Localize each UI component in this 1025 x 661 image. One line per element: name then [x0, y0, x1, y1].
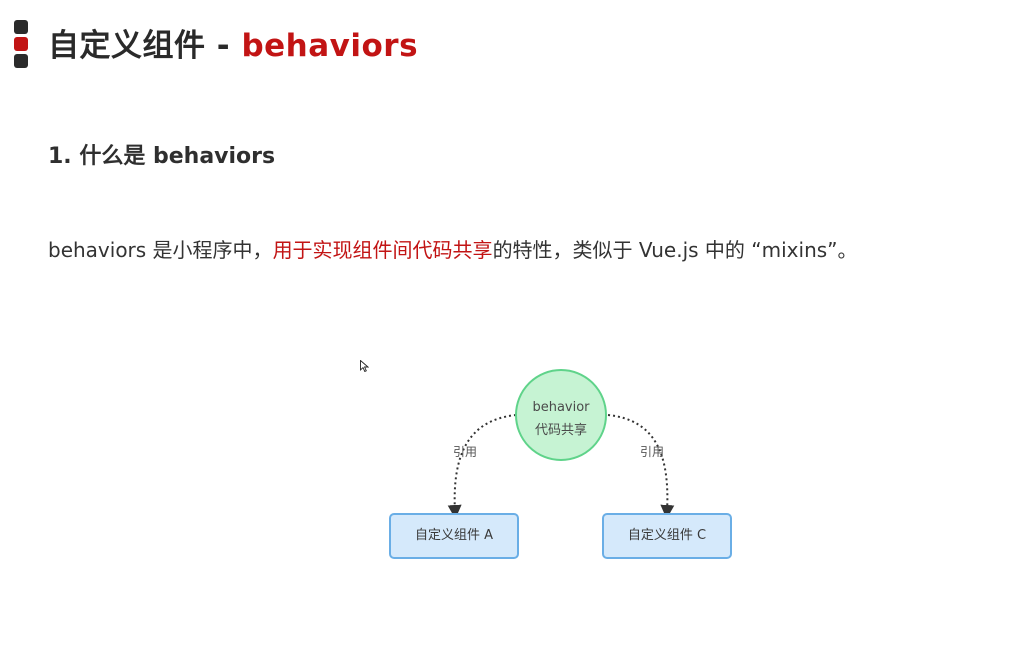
mouse-cursor-icon	[360, 360, 369, 372]
behavior-node-subtitle: 代码共享	[534, 423, 587, 438]
marker-block-middle	[14, 37, 28, 51]
title-prefix: 自定义组件 -	[48, 28, 242, 64]
title-accent: behaviors	[241, 28, 419, 64]
left-edge-label: 引用	[453, 445, 478, 459]
slide-marker-icon	[14, 20, 28, 70]
section-heading: 1. 什么是 behaviors	[48, 144, 276, 169]
behavior-node: behavior 代码共享	[515, 369, 607, 461]
behavior-node-title: behavior	[532, 400, 590, 415]
description-part1: behaviors 是小程序中，	[48, 238, 273, 262]
description-highlight: 用于实现组件间代码共享	[272, 238, 493, 262]
component-a-node: 自定义组件 A	[389, 513, 519, 559]
right-reference-arrow	[607, 414, 675, 519]
page-title: 自定义组件 - behaviors	[48, 20, 418, 65]
description-text: behaviors 是小程序中，用于实现组件间代码共享的特性，类似于 Vue.j…	[48, 234, 858, 263]
behavior-diagram: behavior 代码共享 引用 引用 自定义组件 A 自定义组件 C	[360, 360, 780, 580]
diagram-connectors	[447, 414, 675, 519]
right-edge-label: 引用	[640, 445, 665, 459]
description-part2: 的特性，类似于 Vue.js 中的 “mixins”。	[492, 238, 858, 262]
marker-block-top	[14, 20, 28, 34]
component-c-node: 自定义组件 C	[602, 513, 732, 559]
left-reference-arrow	[447, 414, 517, 519]
marker-block-bottom	[14, 54, 28, 68]
